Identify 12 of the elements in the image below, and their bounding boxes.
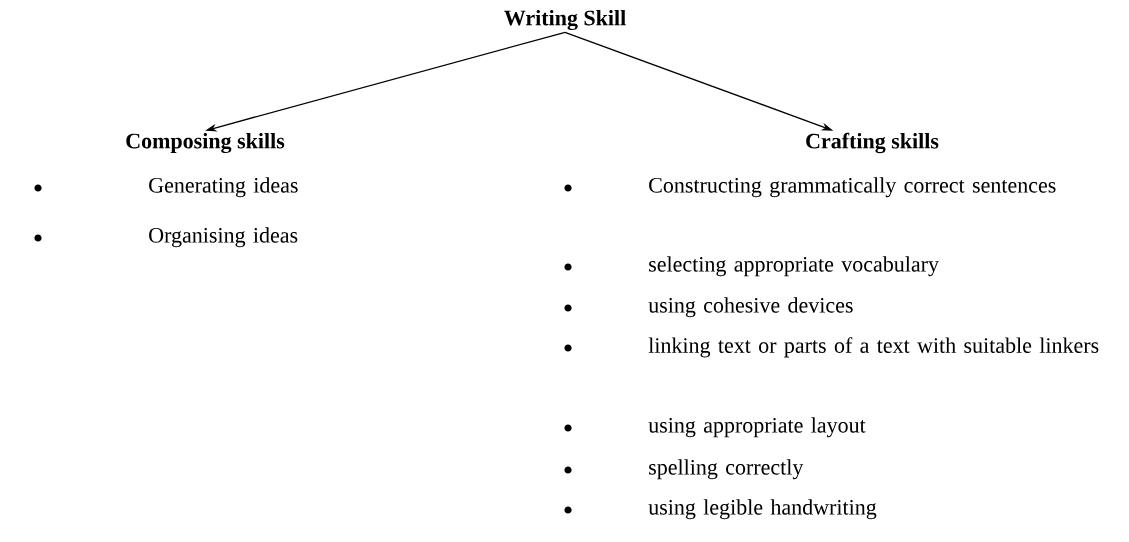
- bullet-item: using appropriate layout: [564, 417, 866, 438]
- bullet-item: spelling correctly: [564, 459, 804, 480]
- bullet-item: Constructing grammatically correct sentences: [564, 177, 1056, 198]
- heading-text: Writing Skill: [504, 9, 626, 31]
- heading-text: Composing skills: [126, 132, 285, 154]
- bullet-item: Generating ideas: [34, 177, 298, 198]
- bullet-item: Organising ideas: [34, 227, 298, 248]
- bullet-item: using legible handwriting: [564, 499, 877, 520]
- bullet-item: linking text or parts of a text with suitable linkers: [564, 337, 1099, 358]
- heading-text: Crafting skills: [806, 132, 939, 154]
- bullet-item: using cohesive devices: [564, 297, 853, 318]
- bullet-item: selecting appropriate vocabulary: [564, 256, 939, 277]
